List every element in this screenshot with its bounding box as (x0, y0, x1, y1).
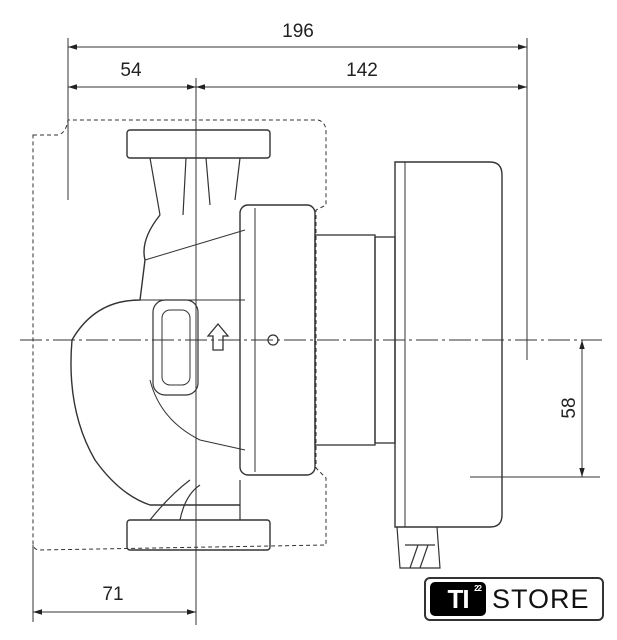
electrical-connector (396, 526, 441, 569)
pump-neck-top (149, 157, 241, 216)
flow-direction-arrow-icon (206, 322, 230, 351)
store-logo: TI 22 STORE (424, 577, 604, 621)
dim-label-71: 71 (102, 584, 123, 605)
pump-inlet-boss (152, 299, 199, 396)
volute-detail (140, 229, 246, 451)
dim-label-196: 196 (282, 21, 314, 42)
dim-label-58: 58 (559, 397, 580, 418)
logo-badge-text: TI (447, 583, 469, 614)
vent-screw-icon (267, 334, 279, 346)
installation-envelope (32, 119, 327, 551)
pump-inlet-inner (161, 309, 191, 386)
logo-superscript: 22 (474, 584, 482, 593)
pump-volute (70, 214, 240, 506)
logo-badge: TI 22 (430, 582, 486, 616)
pump-neck-bottom (149, 479, 241, 521)
bottom-flange (126, 519, 271, 551)
control-box (394, 161, 503, 528)
logo-text: STORE (492, 583, 590, 614)
top-flange (126, 129, 271, 159)
dim-label-54: 54 (120, 60, 142, 81)
dim-label-142: 142 (346, 60, 378, 81)
